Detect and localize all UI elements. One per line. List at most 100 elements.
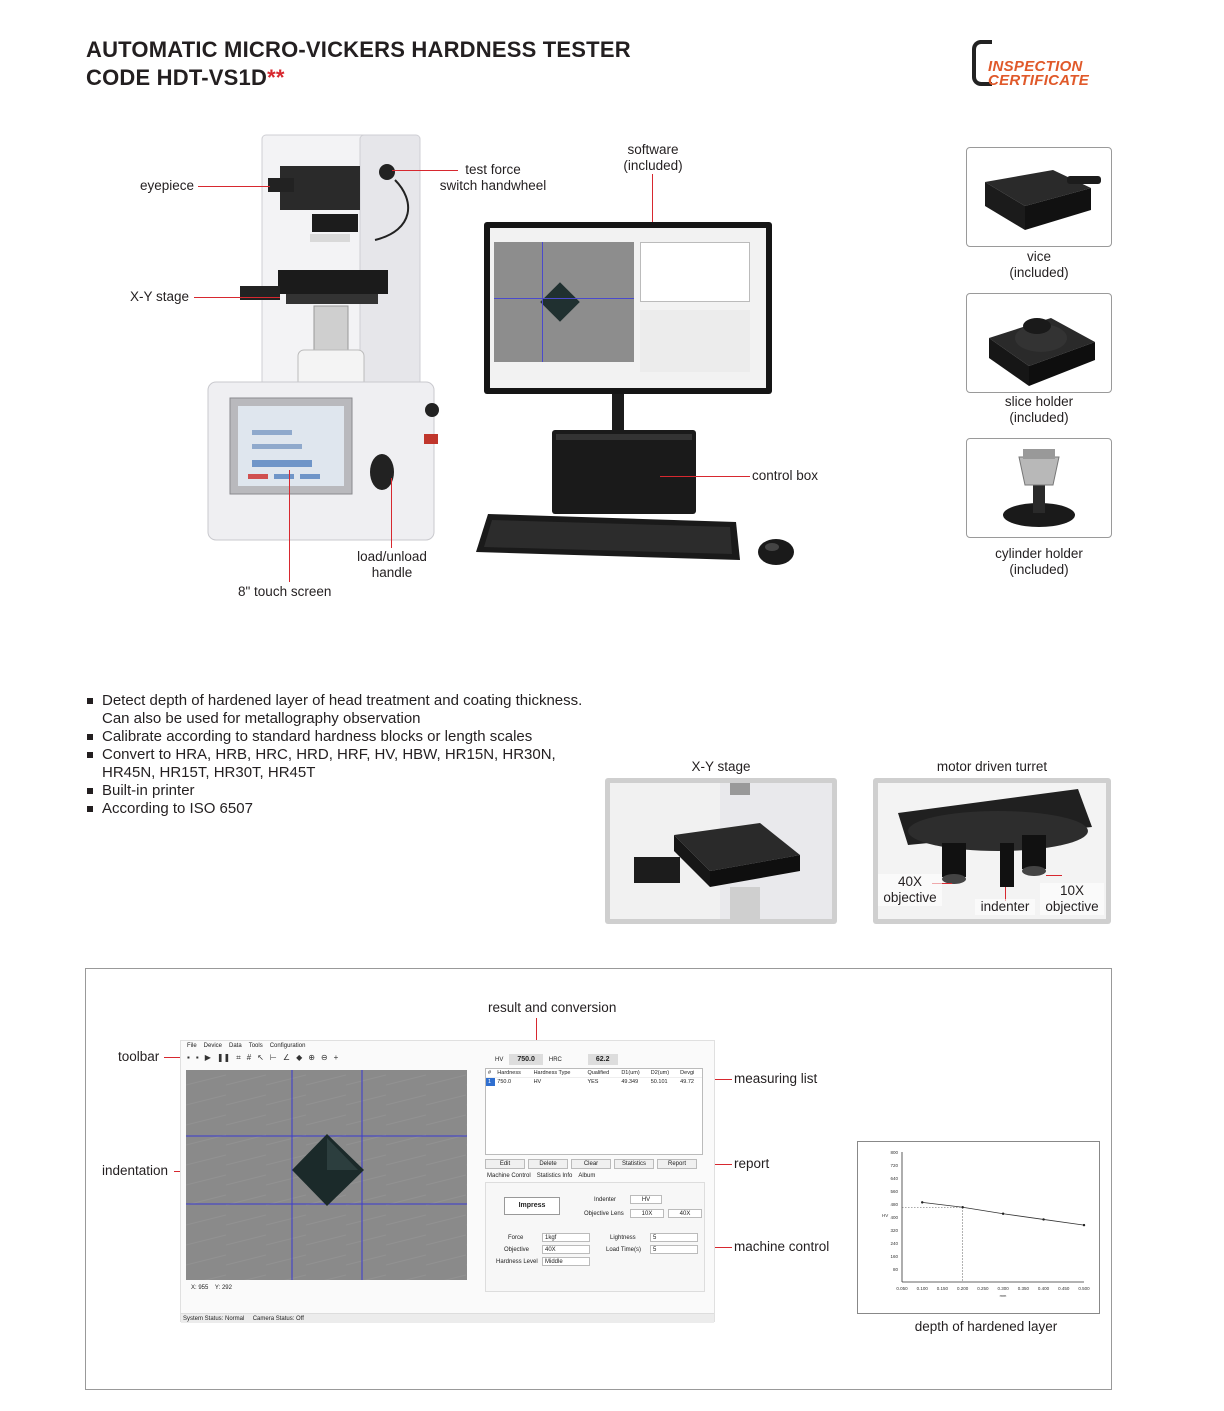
x-tick-label: 0.150 (937, 1286, 949, 1291)
objective-select[interactable]: 40X (542, 1245, 590, 1254)
menu-device[interactable]: Device (203, 1043, 223, 1049)
camera-view[interactable] (186, 1070, 467, 1280)
hardness-level-select[interactable]: Middle (542, 1257, 590, 1266)
impress-button[interactable]: Impress (504, 1197, 560, 1215)
y-tick-label: 720 (890, 1163, 898, 1168)
y-tick-label: 640 (890, 1176, 898, 1181)
load-time-label: Load Time(s) (606, 1247, 642, 1253)
accessory-slice-holder-photo (966, 293, 1112, 393)
label-xy-stage: X-Y stage (130, 289, 190, 304)
measuring-list[interactable]: # Hardness Hardness Type Qualified D1(um… (485, 1068, 703, 1155)
load-time-stepper[interactable]: 5 (650, 1245, 698, 1254)
x-tick-label: 0.450 (1058, 1286, 1070, 1291)
delete-button[interactable]: Delete (528, 1159, 568, 1169)
crosshair-icon[interactable]: + (333, 1053, 339, 1062)
leader-40x (932, 883, 952, 884)
col-d2: D2(um) (648, 1069, 679, 1078)
lightness-stepper[interactable]: 5 (650, 1233, 698, 1242)
label-test-force: test force switch handwheel (439, 162, 547, 193)
cursor-coordinates: X: 955 Y: 292 (191, 1285, 232, 1291)
save-icon[interactable]: ▪ (195, 1053, 199, 1062)
leader-measuring-list (700, 1079, 732, 1080)
grid-icon[interactable]: # (246, 1053, 252, 1062)
clear-button[interactable]: Clear (571, 1159, 611, 1169)
tab-album[interactable]: Album (578, 1173, 596, 1179)
monitor-camera-view (494, 242, 634, 362)
label-result-conversion: result and conversion (488, 1000, 617, 1015)
x-tick-label: 0.200 (957, 1286, 969, 1291)
ruler-icon[interactable]: ⊢ (269, 1053, 277, 1062)
menu-file[interactable]: File (187, 1043, 197, 1049)
keyboard-illustration (476, 514, 740, 560)
system-status: System Status: Normal (183, 1316, 245, 1322)
badge-bracket-icon (972, 40, 992, 86)
machine-control-panel: Impress Indenter HV Objective Lens 10X 4… (485, 1182, 705, 1292)
accessory-vice-caption: vice (included) (1009, 249, 1069, 280)
lens-10x-button[interactable]: 10X (630, 1209, 664, 1218)
tab-statistics-info[interactable]: Statistics Info (536, 1173, 573, 1179)
eraser-icon[interactable]: ◆ (296, 1053, 303, 1062)
play-icon[interactable]: ▶ (204, 1053, 211, 1062)
pause-icon[interactable]: ❚❚ (216, 1053, 231, 1062)
leader-load-unload (391, 478, 392, 548)
leader-xy-stage (194, 297, 280, 298)
y-tick-label: 480 (890, 1202, 898, 1207)
report-button[interactable]: Report (657, 1159, 697, 1169)
y-tick-label: 560 (890, 1189, 898, 1194)
label-indenter: indenter (975, 899, 1035, 915)
zoom-out-icon[interactable]: ⊖ (320, 1053, 328, 1062)
hardness-tester-illustration (207, 134, 439, 541)
menu-data[interactable]: Data (229, 1043, 242, 1049)
monitor-screen (490, 228, 766, 388)
edit-button[interactable]: Edit (485, 1159, 525, 1169)
label-touch-screen: 8" touch screen (238, 584, 332, 599)
y-axis-label: HV (882, 1213, 888, 1218)
force-select[interactable]: 1kgf (542, 1233, 590, 1242)
statistics-button[interactable]: Statistics (614, 1159, 654, 1169)
label-report: report (734, 1156, 770, 1171)
pointer-icon[interactable]: ↖ (257, 1053, 264, 1062)
data-point (1001, 1212, 1005, 1215)
y-tick-label: 240 (890, 1241, 898, 1246)
badge-line-1: INSPECTION (988, 58, 1083, 75)
col-hardness: Hardness (495, 1069, 532, 1078)
label-measuring-list: measuring list (734, 1071, 818, 1086)
software-section (85, 968, 1112, 1390)
pc-hardware-illustration (552, 394, 696, 514)
zoom-in-icon[interactable]: ⊕ (308, 1053, 315, 1062)
leader-indenter (1005, 887, 1006, 901)
open-icon[interactable]: ▪ (187, 1053, 190, 1062)
x-tick-label: 0.100 (917, 1286, 929, 1291)
title-mark: ** (267, 65, 285, 90)
label-eyepiece: eyepiece (140, 178, 195, 193)
leader-report (700, 1164, 732, 1165)
label-indentation: indentation (102, 1163, 169, 1178)
lens-40x-button[interactable]: 40X (668, 1209, 702, 1218)
indenter-value[interactable]: HV (630, 1195, 662, 1204)
hardness-level-label: Hardness Level (496, 1259, 538, 1265)
status-bar: System Status: Normal Camera Status: Off (181, 1313, 714, 1323)
hv-value: 750.0 (509, 1054, 543, 1065)
x-axis-label: mm (1000, 1293, 1007, 1298)
measure-icon[interactable]: ⌗ (236, 1053, 241, 1062)
leader-touch-screen (289, 470, 290, 582)
y-tick-label: 320 (890, 1228, 898, 1233)
data-point (1082, 1223, 1086, 1227)
table-row[interactable]: 1 750.0 HV YES 49.349 50.101 49.72 (486, 1077, 694, 1086)
force-label: Force (508, 1235, 524, 1241)
col-qualified: Qualified (585, 1069, 620, 1078)
x-tick-label: 0.250 (977, 1286, 989, 1291)
tab-machine-control[interactable]: Machine Control (487, 1173, 531, 1179)
y-tick-label: 400 (890, 1215, 898, 1220)
title-line-1: AUTOMATIC MICRO-VICKERS HARDNESS TESTER (86, 37, 631, 62)
angle-icon[interactable]: ∠ (282, 1053, 291, 1062)
x-tick-label: 0.300 (997, 1286, 1009, 1291)
menu-configuration[interactable]: Configuration (269, 1043, 306, 1049)
xy-stage-photo (605, 778, 837, 924)
label-10x-objective: 10X objective (1040, 883, 1104, 915)
feature-item: According to ISO 6507 (86, 800, 586, 818)
label-40x-objective: 40X objective (878, 874, 942, 906)
menu-tools[interactable]: Tools (248, 1043, 263, 1049)
leader-toolbar (164, 1057, 188, 1058)
